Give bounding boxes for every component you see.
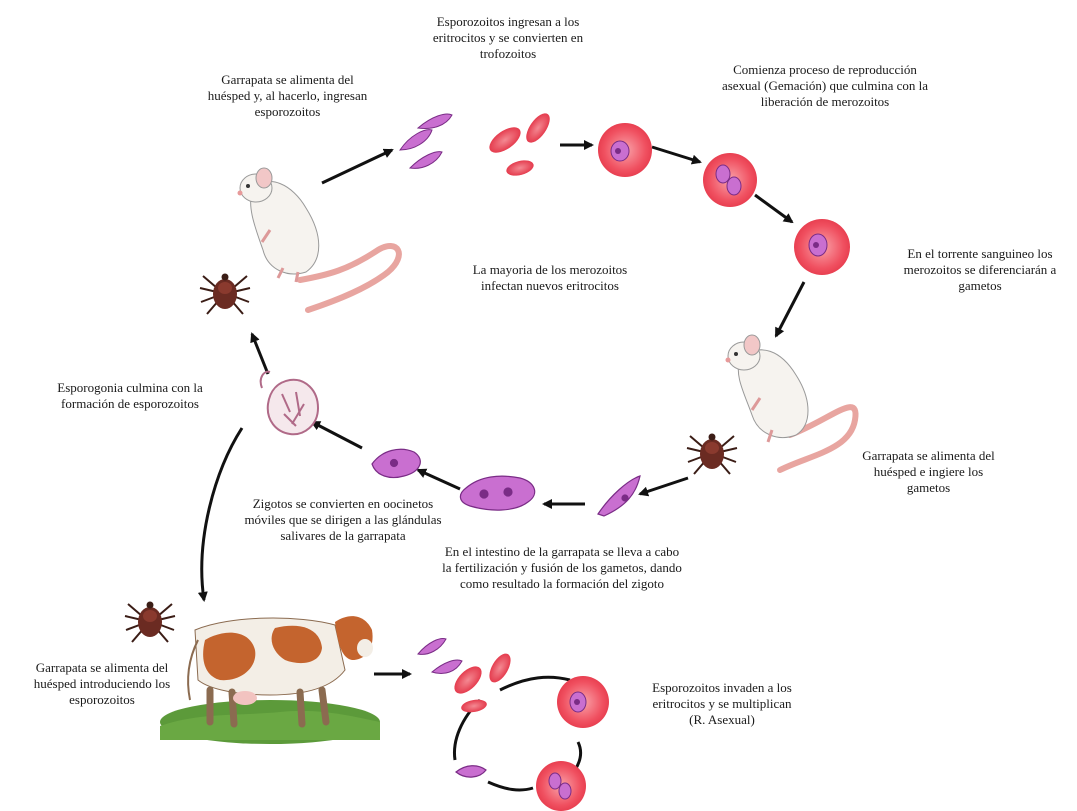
oocyst-icon [261, 372, 318, 435]
label-tick-ingests: Garrapata se alimenta del huésped e ingi… [836, 448, 1021, 496]
label-bloodstream-gametes: En el torrente sanguineo los merozoitos … [885, 246, 1075, 294]
tick-icon-middle [687, 434, 737, 475]
label-tick-feeds-rat: Garrapata se alimenta del huésped y, al … [190, 72, 385, 120]
label-intestine: En el intestino de la garrapata se lleva… [412, 544, 712, 592]
label-sporozoites-enter: Esporozoitos ingresan a los eritrocitos … [418, 14, 598, 62]
cow-illustration [160, 616, 380, 744]
label-zygotes: Zigotos se convierten en oocinetos móvil… [218, 496, 468, 544]
tick-icon-bottom [125, 602, 175, 643]
rat-illustration [238, 168, 399, 310]
label-most-merozoites: La mayoria de los merozoitos infectan nu… [450, 262, 650, 294]
label-sporogony: Esporogonia culmina con la formación de … [25, 380, 235, 412]
erythrocyte-icon-group [450, 109, 555, 714]
label-asexual-begins: Comienza proceso de reproducción asexual… [690, 62, 960, 110]
tick-icon [200, 274, 250, 315]
label-invade: Esporozoitos invaden a los eritrocitos y… [622, 680, 822, 728]
label-tick-feeds-cow: Garrapata se alimenta del huésped introd… [12, 660, 192, 708]
